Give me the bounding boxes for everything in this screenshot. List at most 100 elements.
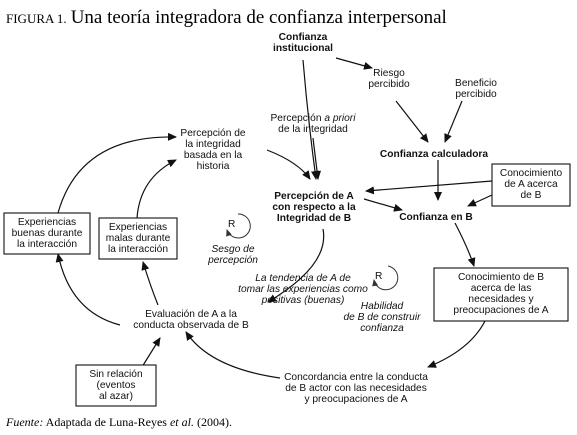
node-line: percibido: [455, 89, 497, 100]
figure-title-text: Una teoría integradora de confianza inte…: [71, 7, 447, 28]
loop-r1-label: R: [228, 219, 235, 230]
node-line: La tendencia de A de: [255, 273, 351, 284]
node-line: Confianza: [279, 32, 328, 43]
footer-text-b: (2004).: [194, 415, 232, 429]
node-line: de la integridad: [278, 124, 348, 135]
node-line: y preocupaciones de A: [304, 394, 407, 405]
edge-beneficio-calc: [444, 100, 463, 143]
node-line: positivas (buenas): [261, 295, 345, 306]
edge-confb-conocB: [454, 222, 476, 267]
edge-buenas-historia: [57, 132, 177, 214]
node-line: de A acerca: [504, 179, 558, 190]
edge-riesgo-calc: [395, 100, 429, 143]
node-line: Concordancia entre la conducta: [284, 372, 428, 383]
node-line: Sin relación: [89, 369, 142, 380]
node-line: Experiencias: [109, 222, 167, 233]
node-line: la integridad: [185, 139, 241, 150]
node-line: la interacción: [17, 239, 77, 250]
node-line: de B de construir: [343, 312, 421, 323]
box-conocimiento-A: [491, 163, 571, 207]
node-line: buenas durante: [12, 228, 83, 239]
node-line: historia: [197, 161, 230, 172]
node-line: Percepción de A: [274, 191, 354, 202]
box-exp-malas: [98, 217, 178, 260]
node-line: Evaluación de A a la: [145, 309, 237, 320]
node-line: Beneficio: [455, 78, 497, 89]
node-line: con respecto a la: [272, 202, 356, 213]
node-line: Percepción de: [180, 128, 245, 139]
footer-et-al: et al.: [170, 415, 194, 429]
edge-conocA-percepA: [365, 180, 493, 195]
node-line: la interacción: [108, 244, 168, 255]
edge-conocA-confb: [467, 194, 493, 207]
edge-apriori-percepA: [312, 137, 322, 180]
edge-historia-percepA: [266, 149, 311, 180]
node-line: Experiencias: [18, 217, 76, 228]
figure-label: FIGURA 1.: [6, 11, 67, 26]
box-sin-relacion: [75, 364, 157, 407]
node-line: percepción: [207, 255, 258, 266]
node-line: Confianza en B: [399, 212, 473, 223]
edges: [55, 57, 493, 379]
node-line: malas durante: [106, 233, 171, 244]
node-line: de B actor con las necesidades: [285, 383, 427, 394]
edge-inst-riesgo: [335, 57, 373, 70]
node-line: Riesgo: [373, 68, 405, 79]
node-line: institucional: [273, 43, 333, 54]
box-conocimiento-B: [433, 267, 569, 322]
node-confianza-B: Confianza en B: [399, 212, 473, 223]
loop-r1: R: [226, 213, 251, 239]
edge-concordancia-evaluacion: [185, 331, 281, 379]
node-line: Sesgo de: [211, 244, 254, 255]
node-line: Percepción a priori: [271, 113, 357, 124]
node-line: necesidades y: [468, 294, 534, 305]
edge-malas-historia: [136, 159, 177, 219]
node-confianza-calculadora: Confianza calculadora: [380, 149, 488, 160]
node-line: tomar las experiencias como: [238, 284, 368, 295]
loop-r2: R: [372, 265, 399, 291]
edge-percepA-confb: [363, 198, 403, 212]
edge-inst-percepA: [302, 59, 319, 180]
node-line: basada en la: [184, 150, 243, 161]
node-line: de B: [521, 190, 542, 201]
box-exp-buenas: [3, 212, 91, 255]
loop-r2-label: R: [375, 271, 382, 282]
node-line: conducta observada de B: [133, 320, 249, 331]
node-line: Habilidad: [361, 301, 404, 312]
edge-percepA-evaluacion: [267, 228, 325, 303]
edge-conocB-concordancia: [427, 320, 486, 368]
figure-title: FIGURA 1. Una teoría integradora de conf…: [6, 7, 447, 28]
node-line: al azar): [99, 391, 133, 402]
node-line: preocupaciones de A: [453, 305, 548, 316]
node-line: Conocimiento: [500, 168, 563, 179]
footer-source: Fuente: Adaptada de Luna-Reyes et al. (2…: [5, 415, 232, 429]
node-line: Confianza calculadora: [380, 149, 488, 160]
edge-sinrel-evaluacion: [141, 337, 161, 368]
node-line: confianza: [360, 323, 404, 334]
node-line: percibido: [368, 79, 410, 90]
node-line: acerca de las: [471, 283, 532, 294]
edge-evaluacion-malas: [141, 261, 159, 306]
edge-evaluacion-buenas: [55, 253, 121, 326]
node-line: (eventos: [96, 380, 135, 391]
footer-source-label: Fuente:: [5, 415, 43, 429]
node-line: Conocimiento de B: [458, 272, 544, 283]
node-line: Integridad de B: [277, 213, 351, 224]
footer-text-a: Adaptada de Luna-Reyes: [46, 415, 170, 429]
